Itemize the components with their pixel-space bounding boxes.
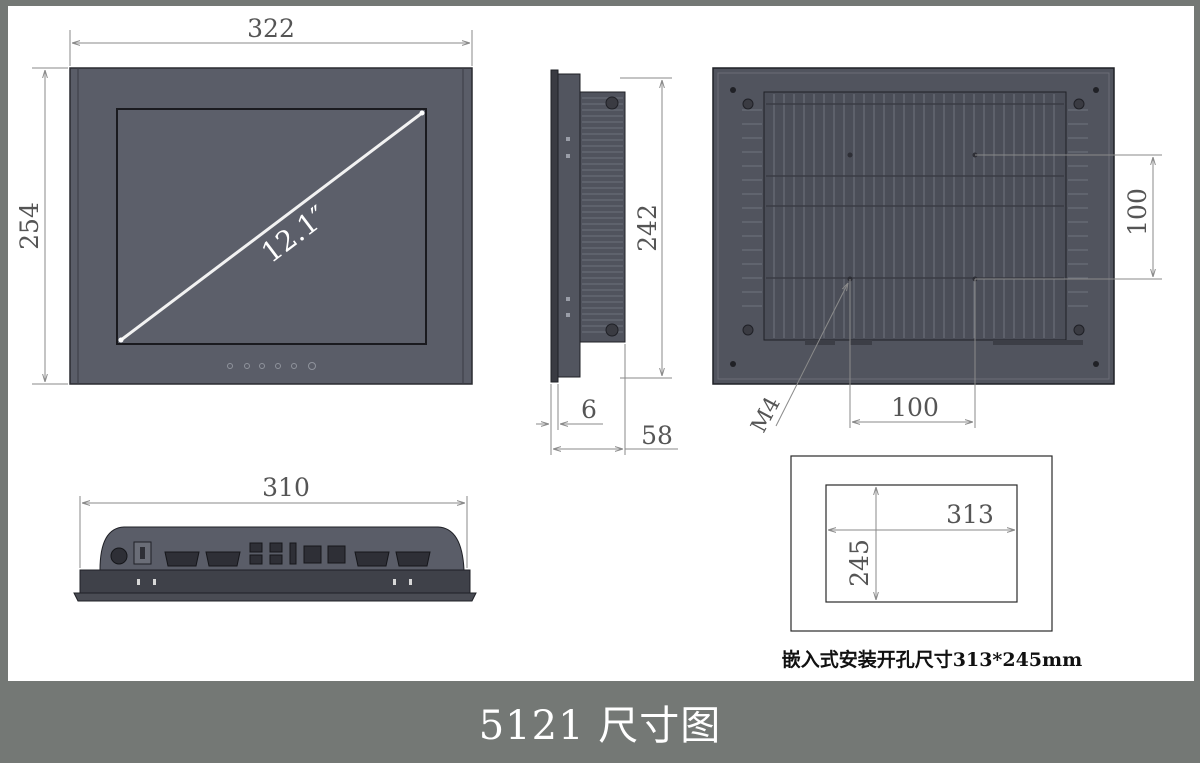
back-vertical-spacing-label: 100	[1123, 188, 1152, 236]
side-bezel	[550, 69, 559, 383]
footer-banner: 5121 尺寸图	[0, 681, 1200, 763]
cutout-diagram: 313 245 嵌入式安装开孔尺寸313*245mm	[782, 455, 1082, 671]
bottom-view: 310	[73, 473, 477, 602]
side-bezel-label: 6	[581, 395, 597, 424]
front-height-label: 254	[15, 202, 44, 250]
front-width-label: 322	[247, 14, 295, 43]
cutout-width-label: 313	[946, 500, 994, 529]
side-body	[557, 73, 581, 378]
drawing-canvas: 12.1″ 322 254	[8, 6, 1194, 681]
screw-leader	[775, 283, 848, 427]
screw-label: M4	[747, 393, 786, 437]
cutout-caption: 嵌入式安装开孔尺寸313*245mm	[782, 648, 1082, 671]
side-heatsink	[579, 91, 626, 343]
front-view: 12.1″ 322 254	[15, 14, 473, 385]
back-heatsink	[763, 91, 1067, 341]
diagonal-line	[120, 111, 423, 342]
back-horizontal-spacing-label: 100	[891, 393, 939, 422]
bottom-io-ports	[110, 541, 431, 567]
dimension-drawing: 12.1″ 322 254	[15, 14, 1162, 671]
cutout-hole	[825, 484, 1018, 603]
back-view: 100 100 M4	[712, 67, 1162, 437]
front-indicator-leds	[227, 362, 316, 370]
side-depth-label: 58	[641, 421, 673, 450]
side-height-label: 242	[633, 204, 662, 252]
page-title: 5121 尺寸图	[478, 703, 722, 749]
side-view: 242 6 58	[536, 69, 678, 455]
bottom-width-label: 310	[262, 473, 310, 502]
cutout-height-label: 245	[845, 539, 874, 587]
